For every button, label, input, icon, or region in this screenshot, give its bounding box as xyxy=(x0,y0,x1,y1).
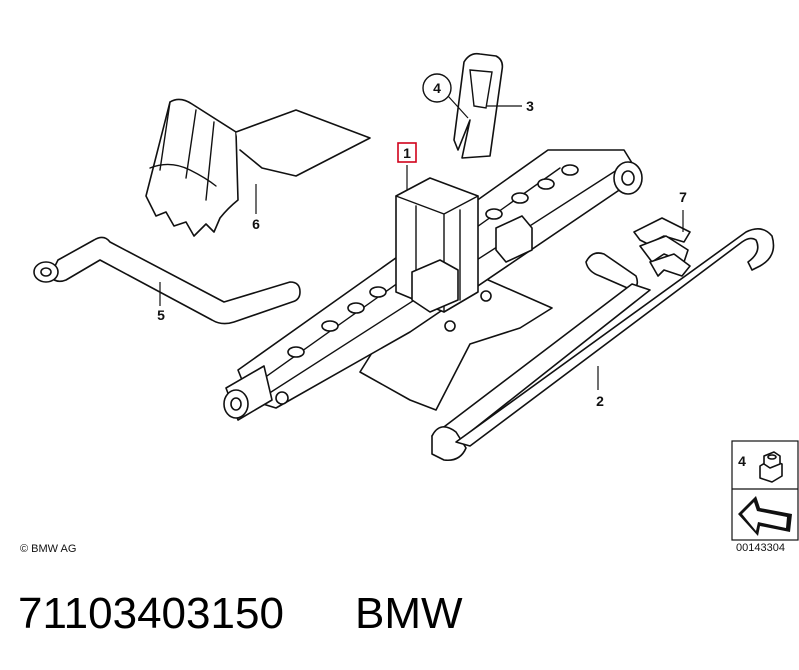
callout-4[interactable]: 4 xyxy=(422,73,452,103)
inset-nut-box: 4 xyxy=(731,440,799,541)
callout-6[interactable]: 6 xyxy=(252,216,260,232)
crank-handle xyxy=(33,236,301,325)
callout-1-label: 1 xyxy=(403,145,411,161)
copyright-text: © BMW AG xyxy=(20,543,76,555)
scissor-jack xyxy=(223,149,643,421)
arm-holes xyxy=(287,164,579,358)
callout-2[interactable]: 2 xyxy=(596,393,604,409)
callout-3[interactable]: 3 xyxy=(526,98,534,114)
spring-clips xyxy=(633,217,691,277)
retaining-clip xyxy=(453,52,504,159)
arrow-icon xyxy=(738,496,792,536)
callout-1[interactable]: 1 xyxy=(397,142,417,163)
callout-4-label: 4 xyxy=(433,80,441,96)
part-number: 71103403150 xyxy=(18,589,284,638)
diagram-number: 00143304 xyxy=(736,542,785,554)
callout-5[interactable]: 5 xyxy=(157,307,165,323)
wheel-chock xyxy=(145,98,371,237)
leader-lines xyxy=(159,95,684,390)
brand-name: BMW xyxy=(355,589,463,638)
nut-icon xyxy=(759,451,783,483)
wheel-brace xyxy=(431,228,775,462)
callout-7[interactable]: 7 xyxy=(679,189,687,205)
inset-label: 4 xyxy=(738,453,746,469)
